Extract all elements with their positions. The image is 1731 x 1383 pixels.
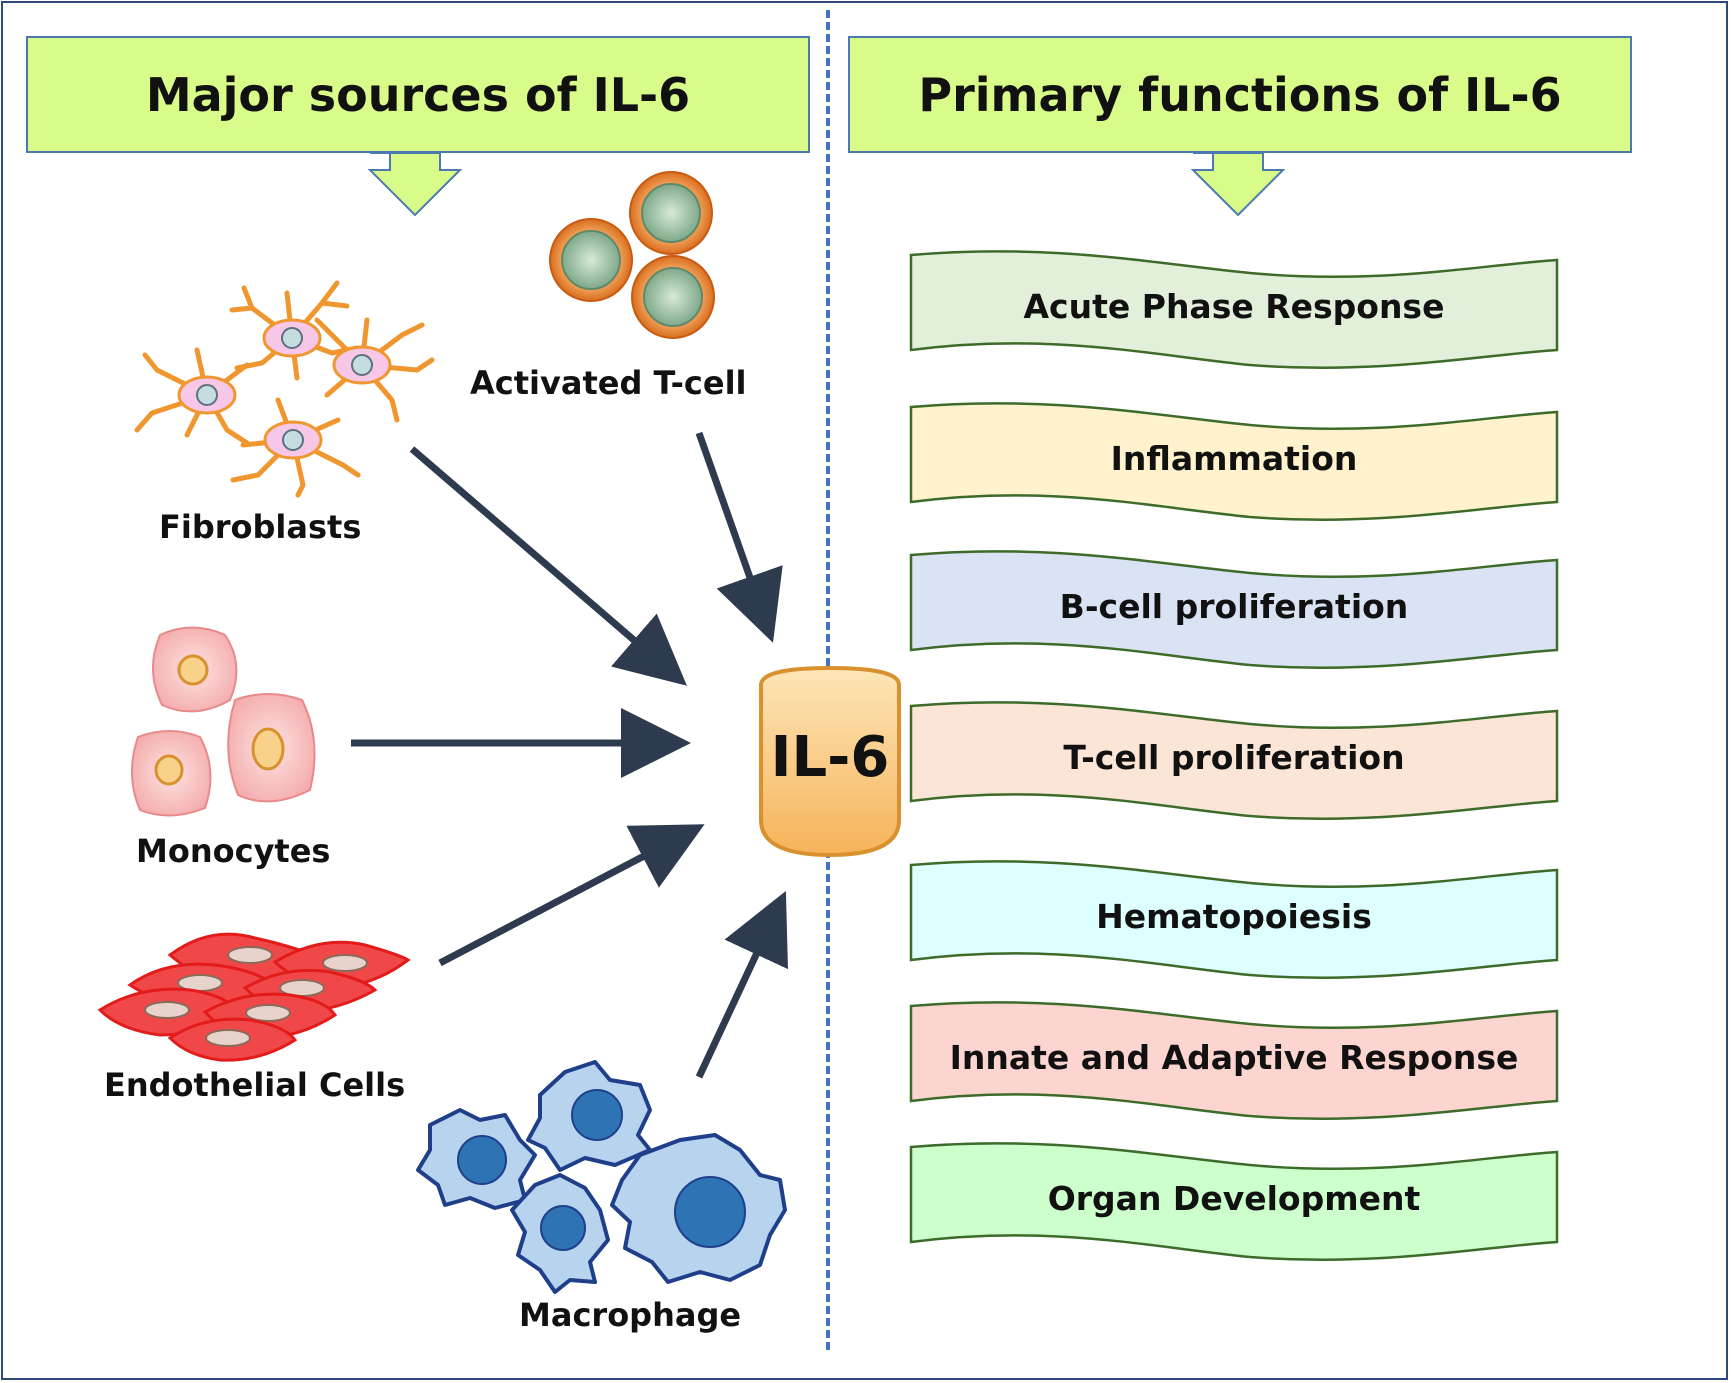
macrophage-icon [416, 1060, 787, 1294]
function-ribbon [909, 250, 1559, 369]
il6-label: IL-6 [770, 725, 890, 790]
function-label: Organ Development [1047, 1179, 1421, 1218]
functions-title: Primary functions of IL-6 [918, 67, 1562, 122]
endothelial-label: Endothelial Cells [104, 1066, 406, 1104]
function-label: Innate and Adaptive Response [949, 1038, 1519, 1077]
monocyte-icon [130, 626, 316, 817]
function-label: B-cell proliferation [1059, 587, 1409, 626]
function-label: Inflammation [1110, 439, 1358, 478]
function-ribbons [909, 250, 1559, 1261]
fibroblast-arrow [409, 446, 687, 686]
monocytes-label: Monocytes [136, 832, 331, 870]
function-ribbon [909, 860, 1559, 979]
function-label: Hematopoiesis [1096, 897, 1372, 936]
endothelial-arrow [438, 824, 705, 967]
function-ribbon [909, 701, 1559, 820]
macrophage-label: Macrophage [519, 1296, 742, 1334]
function-ribbon [909, 402, 1559, 521]
fibroblast-icon [134, 280, 435, 498]
fibroblasts-label: Fibroblasts [159, 508, 362, 546]
t-cell-label: Activated T-cell [470, 364, 747, 402]
function-ribbon [909, 1001, 1559, 1120]
function-label: Acute Phase Response [1023, 287, 1445, 326]
functions-down-arrow [1190, 152, 1286, 217]
macrophage-arrow [695, 890, 788, 1079]
sources-title: Major sources of IL-6 [145, 67, 691, 122]
t-cell-icon [549, 171, 715, 339]
function-ribbon [909, 1142, 1559, 1261]
source-arrows [351, 431, 788, 1079]
il6-cylinder [759, 665, 901, 858]
sources-down-arrow [367, 152, 463, 217]
function-label: T-cell proliferation [1063, 738, 1405, 777]
function-ribbon [909, 550, 1559, 669]
t-cell-arrow [695, 431, 783, 643]
endothelial-cell-icon [97, 932, 411, 1062]
